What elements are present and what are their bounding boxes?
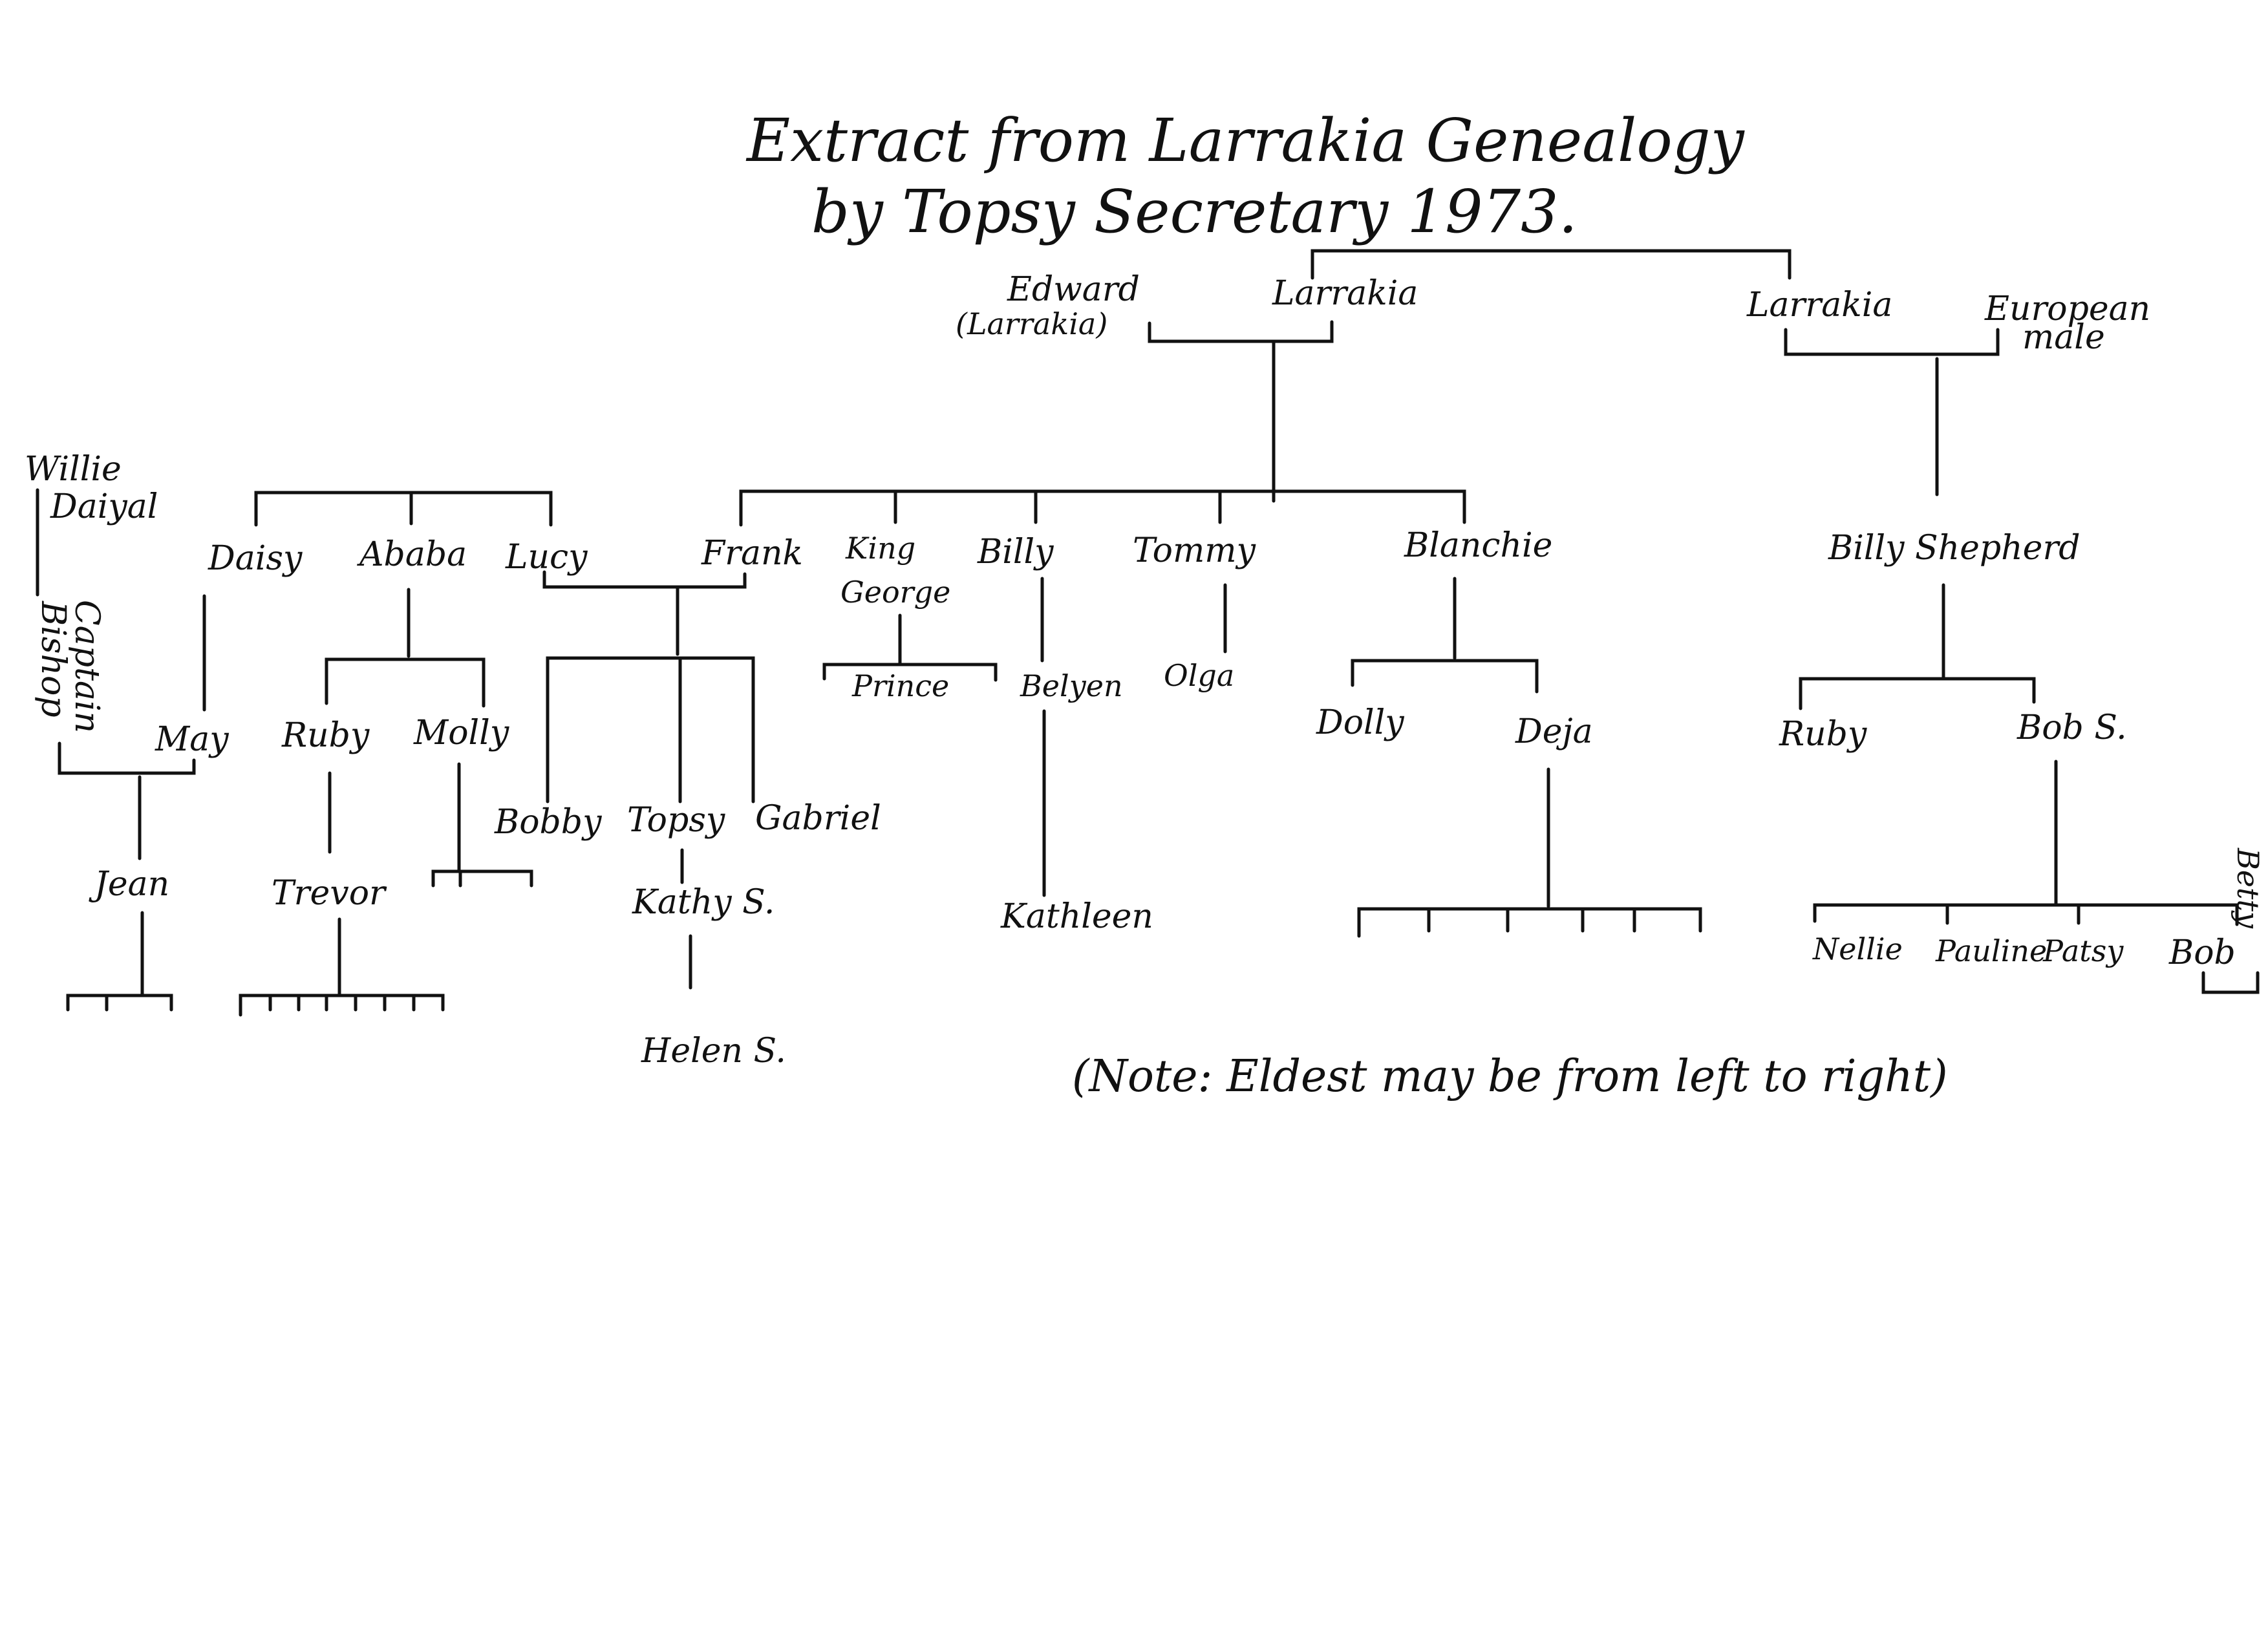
label-bishop: Bishop [34,601,72,718]
label-billy: Billy [978,533,1054,571]
label-captain: Captain [67,600,106,734]
bar-trevor-children [239,994,445,1017]
label-nellie: Nellie [1813,932,1903,966]
bar-deja-children [1357,907,1702,938]
label-belyen: Belyen [1020,668,1123,703]
label-deja: Deja [1515,712,1593,751]
label-kathleen: Kathleen [1001,897,1153,936]
label-willie: Willie [25,450,122,489]
label-helen-s: Helen S. [641,1032,786,1070]
label-prince: Prince [852,668,950,703]
label-blanchie: Blanchie [1404,526,1553,565]
label-lucy: Lucy [506,538,588,577]
bar-prince [822,663,998,682]
label-ruby-left: Ruby [282,716,370,755]
label-bobby: Bobby [495,803,602,842]
label-bob-s: Bob S. [2017,708,2127,747]
label-ruby-right: Ruby [1779,715,1867,754]
label-george: George [840,575,951,610]
note: (Note: Eldest may be from left to right) [1072,1051,1948,1102]
label-betty: Betty [2231,848,2265,928]
label-daiyal: Daiyal [50,487,158,526]
label-bob: Bob [2169,933,2236,972]
label-billy-shepherd: Billy Shepherd [1828,529,2081,568]
title-line-2: by Topsy Secretary 1973. [811,177,1578,246]
label-tommy: Tommy [1133,531,1256,570]
label-edward-larrakia: (Larrakia) [956,306,1108,341]
bar-daisy-ababa-lucy [254,491,553,527]
label-king: King [846,531,916,566]
bar-main-children [739,489,1466,527]
label-larrakia-left: Larrakia [1272,274,1418,313]
label-may: May [155,720,229,759]
link-edward-larrakia [1148,320,1334,343]
connector-lines [36,249,2260,1017]
label-ababa: Ababa [359,535,467,574]
label-trevor: Trevor [272,874,385,913]
bar-ruby-bob-s [1799,677,2036,710]
link-top-larrakia [1311,249,1792,280]
label-european: European [1985,290,2151,328]
label-molly: Molly [414,714,509,752]
link-captain-may [58,741,196,775]
link-lucy-frank [542,570,747,589]
label-frank: Frank [701,534,803,573]
label-kathy-s: Kathy S. [632,883,775,922]
label-edward: Edward [1007,270,1140,309]
label-dolly: Dolly [1316,703,1404,742]
link-larrakia-european [1784,328,2000,356]
title-line-1: Extract from Larrakia Genealogy [747,106,1744,175]
label-gabriel: Gabriel [755,799,881,838]
label-pauline: Pauline [1936,933,2048,968]
label-patsy: Patsy [2043,933,2124,968]
bar-ruby-molly [325,657,486,708]
bar-jean-children [66,994,173,1012]
bar-bob-s-children [1813,903,2239,926]
bar-bobby-topsy-gabriel [546,656,755,804]
label-larrakia-right: Larrakia [1747,286,1893,325]
label-jean: Jean [94,865,170,904]
label-olga: Olga [1164,658,1235,693]
bar-molly-children [431,869,533,888]
link-bob-betty [2201,971,2260,994]
bar-dolly-deja [1351,659,1539,694]
label-male: male [2022,318,2105,357]
label-topsy: Topsy [627,801,725,840]
label-daisy: Daisy [208,539,303,578]
